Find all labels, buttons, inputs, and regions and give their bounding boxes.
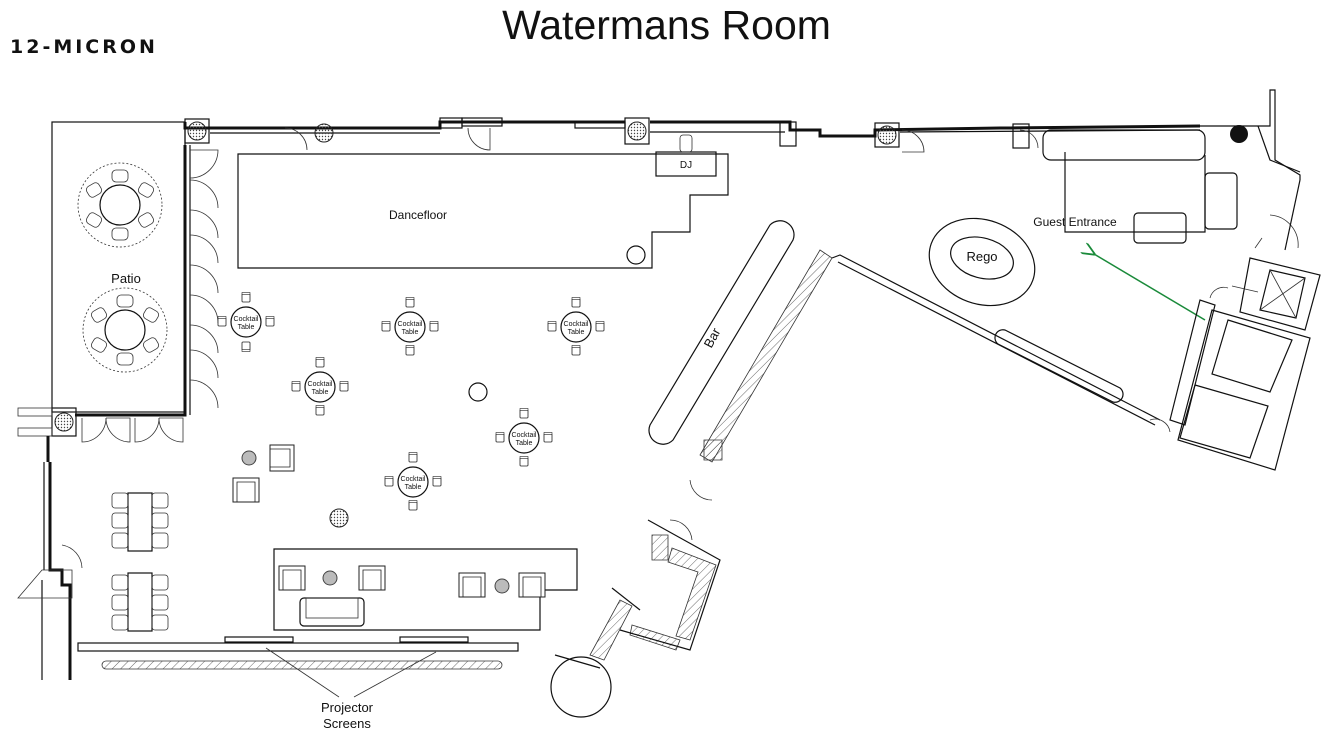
- entrance-arrow-icon: [1094, 254, 1206, 321]
- guest-entrance-label: Guest Entrance: [1033, 215, 1117, 229]
- svg-text:Cocktail: Cocktail: [564, 321, 589, 328]
- projector-label-line2: Screens: [323, 716, 371, 731]
- dj-label: DJ: [680, 160, 692, 171]
- banquet-tables: [111, 492, 169, 632]
- left-wall: [17, 407, 184, 680]
- cocktail-table-3: Cocktail Table: [547, 297, 605, 356]
- svg-text:Table: Table: [402, 329, 419, 336]
- svg-text:Table: Table: [238, 324, 255, 331]
- svg-text:Cocktail: Cocktail: [234, 316, 259, 323]
- svg-text:Table: Table: [516, 440, 533, 447]
- cocktail-table-2: Cocktail Table: [381, 297, 439, 356]
- rego-label: Rego: [966, 249, 997, 264]
- svg-text:Table: Table: [405, 484, 422, 491]
- bar-label: Bar: [701, 325, 724, 350]
- cocktail-tables: Cocktail Table Cocktail Table Cocktail T…: [217, 292, 605, 511]
- svg-text:Table: Table: [312, 389, 329, 396]
- guest-entrance-area: Guest Entrance: [1033, 129, 1321, 471]
- cocktail-table-5: Cocktail Table: [495, 408, 553, 467]
- outer-walls: [183, 89, 1301, 251]
- patio-area: Patio: [51, 121, 219, 417]
- dancefloor-label: Dancefloor: [389, 208, 447, 222]
- lounge-platform: [273, 548, 578, 631]
- cocktail-table-4: Cocktail Table: [291, 357, 349, 416]
- dancefloor-area: Dancefloor DJ: [237, 134, 729, 269]
- cocktail-table-1: Cocktail Table: [217, 292, 275, 352]
- projector-label-line1: Projector: [321, 700, 374, 715]
- rego-area: Rego: [928, 217, 1124, 403]
- bar-area: Bar: [550, 220, 1161, 718]
- svg-text:Cocktail: Cocktail: [308, 381, 333, 388]
- svg-text:Cocktail: Cocktail: [401, 476, 426, 483]
- projector-screens: Projector Screens: [77, 636, 519, 731]
- svg-text:Cocktail: Cocktail: [512, 432, 537, 439]
- patio-label: Patio: [111, 271, 141, 286]
- svg-text:Cocktail: Cocktail: [398, 321, 423, 328]
- page-title: Watermans Room: [502, 2, 831, 48]
- patio-table-1: [77, 162, 163, 248]
- svg-text:Table: Table: [568, 329, 585, 336]
- cocktail-table-6: Cocktail Table: [384, 452, 442, 511]
- patio-table-2: [82, 287, 168, 373]
- lounge-seating-left: [232, 444, 349, 528]
- brand-logo: 12-MICRON: [10, 36, 158, 58]
